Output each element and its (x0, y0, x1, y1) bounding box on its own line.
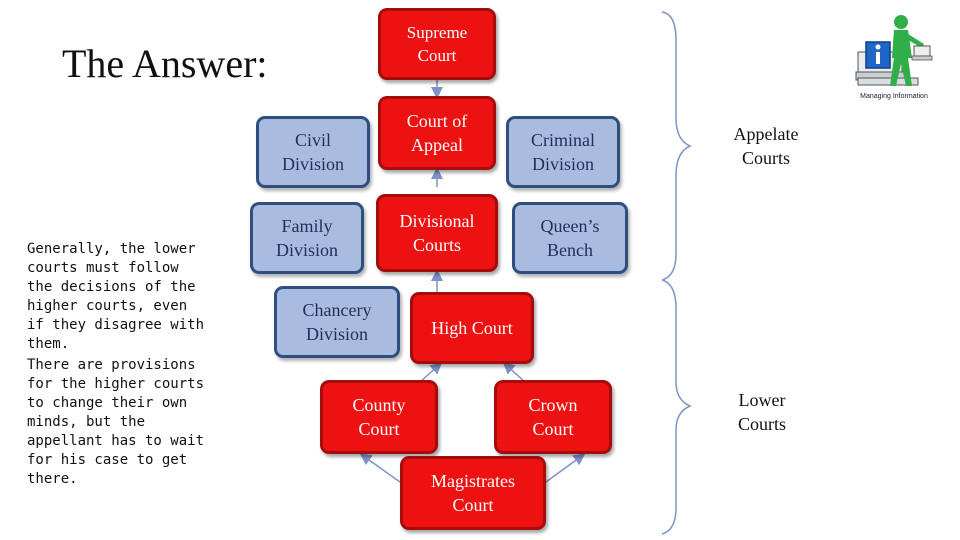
connector-county-to-high (419, 361, 443, 383)
county-court-box: County Court (320, 380, 438, 454)
divisional-courts-box: Divisional Courts (376, 194, 498, 272)
note-higher-courts-change: There are provisions for the higher cour… (27, 357, 205, 487)
connector-crown-to-high (502, 361, 526, 383)
slide-title: The Answer: (62, 41, 268, 86)
family-division-box: Family Division (250, 202, 364, 274)
logo-caption: Managing Information (860, 93, 928, 100)
magistrates-court-box: Magistrates Court (400, 456, 546, 530)
appelate-courts-label: Appelate Courts (733, 124, 799, 168)
brace-appelate (661, 11, 692, 281)
court-of-appeal-box: Court of Appeal (378, 96, 496, 170)
high-court-box: High Court (410, 292, 534, 364)
chancery-division-box: Chancery Division (274, 286, 400, 358)
connector-magistrates-to-crown (545, 453, 586, 483)
crown-court-box: Crown Court (494, 380, 612, 454)
civil-division-box: Civil Division (256, 116, 370, 188)
brace-lower (661, 279, 692, 535)
managing-information-logo-icon (855, 15, 933, 86)
queens-bench-box: Queen’s Bench (512, 202, 628, 274)
connector-magistrates-to-county (359, 453, 401, 483)
supreme-court-box: Supreme Court (378, 8, 496, 80)
lower-courts-label: Lower Courts (737, 390, 786, 434)
criminal-division-box: Criminal Division (506, 116, 620, 188)
note-lower-courts-follow: Generally, the lower courts must follow … (27, 241, 205, 352)
